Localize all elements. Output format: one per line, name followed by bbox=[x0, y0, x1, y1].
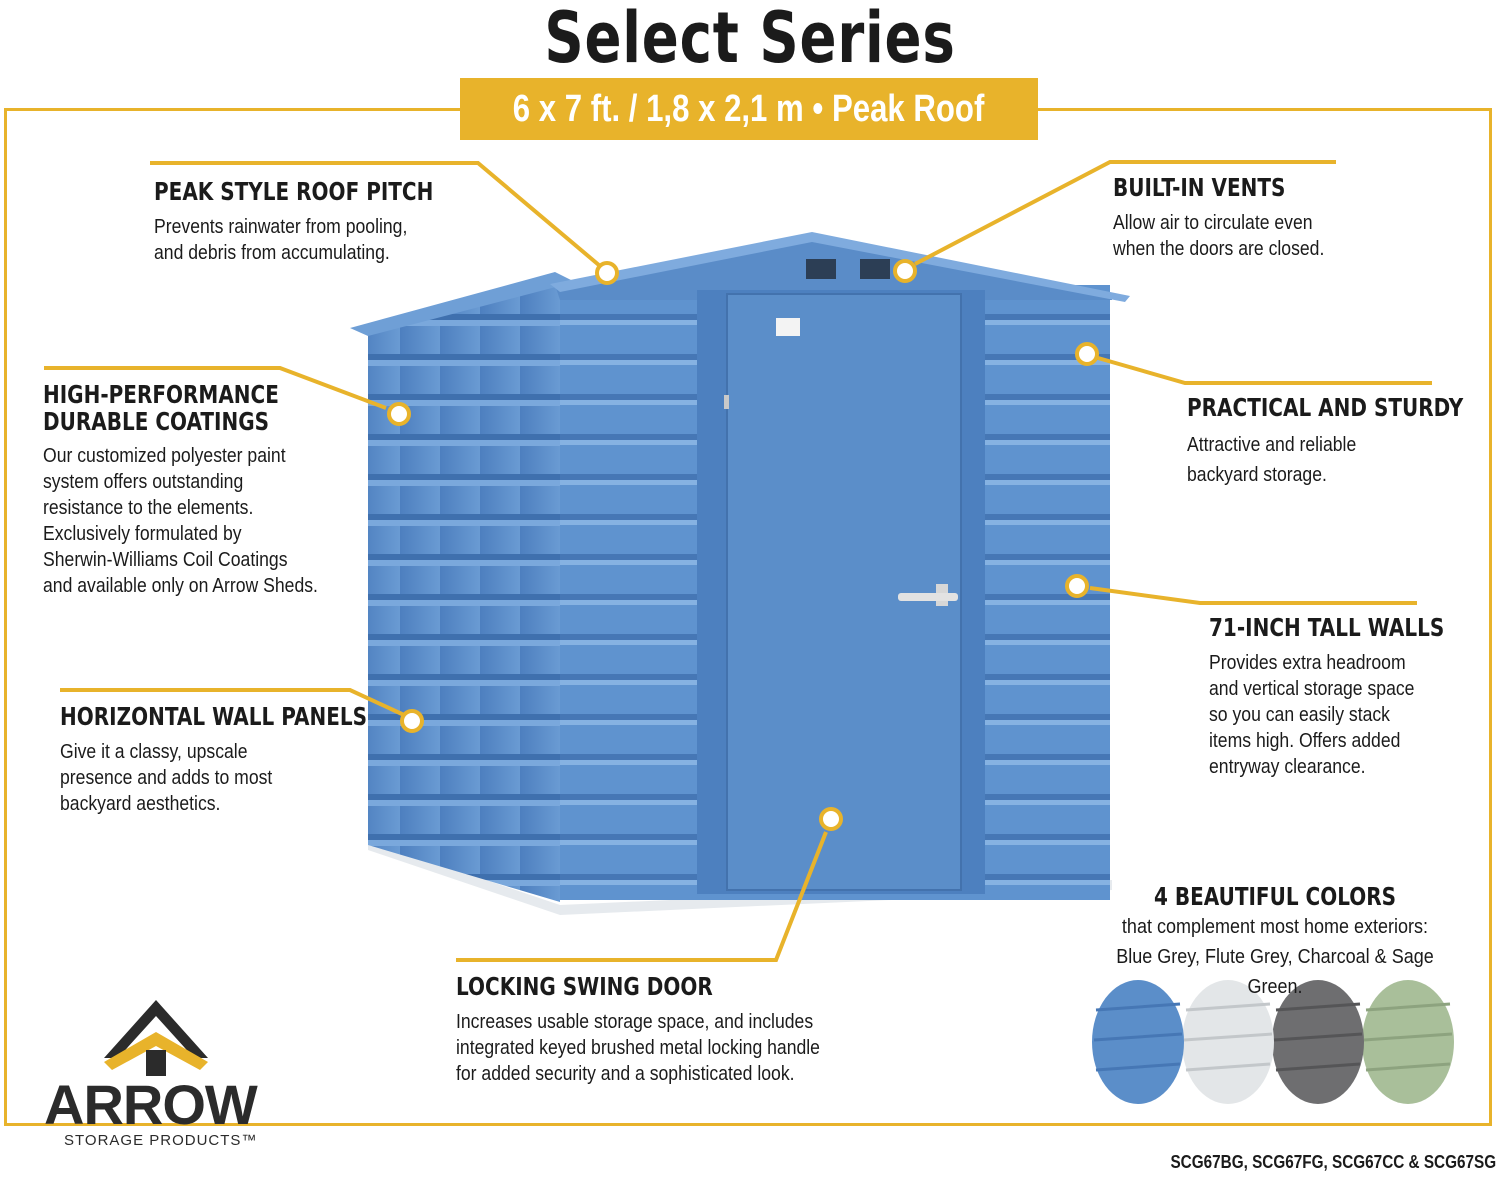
colors-text: that complement most home exteriors: Blu… bbox=[1116, 916, 1434, 998]
swatch-sage-green bbox=[1092, 980, 1184, 1104]
feature-walls-title: 71-INCH TALL WALLS bbox=[1209, 613, 1445, 642]
feature-coatings-title: HIGH-PERFORMANCE DURABLE COATINGS bbox=[43, 380, 279, 436]
callout-dot-coatings bbox=[387, 402, 411, 426]
feature-sturdy-text: Attractive and reliable backyard storage… bbox=[1187, 434, 1357, 486]
door-hinge bbox=[724, 395, 729, 409]
callout-line-door bbox=[456, 831, 828, 962]
callout-line-sturdy bbox=[1097, 356, 1432, 385]
feature-door-title: LOCKING SWING DOOR bbox=[456, 972, 713, 1001]
callout-dots bbox=[387, 259, 1099, 831]
feature-walls-text: Provides extra headroom and vertical sto… bbox=[1209, 652, 1415, 778]
callout-line-coatings bbox=[44, 366, 387, 410]
feature-sturdy: PRACTICAL AND STURDY Attractive and reli… bbox=[1187, 394, 1500, 490]
subtitle-text: 6 x 7 ft. / 1,8 x 2,1 m • Peak Roof bbox=[513, 88, 985, 130]
subtitle-banner: 6 x 7 ft. / 1,8 x 2,1 m • Peak Roof bbox=[460, 78, 1038, 140]
swatch-blue-grey bbox=[1362, 980, 1454, 1104]
feature-door: LOCKING SWING DOOR Increases usable stor… bbox=[456, 973, 870, 1087]
feature-coatings-text: Our customized polyester paint system of… bbox=[43, 445, 318, 597]
callout-line-vents bbox=[914, 160, 1336, 266]
feature-panels-title: HORIZONTAL WALL PANELS bbox=[60, 702, 368, 731]
swatch-texture-charcoal bbox=[1273, 1002, 1363, 1072]
callout-dot-walls bbox=[1065, 574, 1089, 598]
shed-roof-front bbox=[550, 232, 1130, 302]
door-badge bbox=[776, 318, 800, 336]
feature-panels-text: Give it a classy, upscale presence and a… bbox=[60, 741, 273, 815]
feature-roof-text: Prevents rainwater from pooling, and deb… bbox=[154, 216, 408, 264]
feature-vents-text: Allow air to circulate even when the doo… bbox=[1113, 212, 1325, 260]
callout-line-roof bbox=[150, 161, 602, 268]
door-handle bbox=[898, 593, 958, 601]
feature-sturdy-title: PRACTICAL AND STURDY bbox=[1187, 393, 1464, 422]
swatch-charcoal bbox=[1272, 980, 1364, 1104]
callout-dot-sturdy bbox=[1075, 342, 1099, 366]
callout-dot-vents bbox=[893, 259, 917, 283]
logo-door bbox=[146, 1050, 166, 1076]
callout-dot-panels bbox=[400, 709, 424, 733]
feature-coatings: HIGH-PERFORMANCE DURABLE COATINGS Our cu… bbox=[43, 381, 355, 599]
shed-side-wall bbox=[368, 285, 560, 902]
door-panel bbox=[726, 293, 962, 891]
colors-section: 4 BEAUTIFUL COLORS that complement most … bbox=[1075, 882, 1475, 1002]
swatch-texture-sage bbox=[1363, 1002, 1453, 1072]
callout-lines bbox=[44, 160, 1432, 962]
logo-roof-gold bbox=[104, 1032, 208, 1070]
page-title: Select Series bbox=[544, 0, 956, 79]
feature-vents-title: BUILT-IN VENTS bbox=[1113, 173, 1286, 202]
callout-dot-door bbox=[819, 807, 843, 831]
colors-title: 4 BEAUTIFUL COLORS bbox=[1153, 882, 1397, 911]
vent-left bbox=[806, 259, 836, 279]
brand-name: ARROW bbox=[44, 1073, 258, 1136]
feature-door-text: Increases usable storage space, and incl… bbox=[456, 1011, 820, 1085]
model-numbers: SCG67BG, SCG67FG, SCG67CC & SCG67SG bbox=[1170, 1152, 1496, 1172]
arrow-logo-mark bbox=[104, 1000, 208, 1076]
feature-panels: HORIZONTAL WALL PANELS Give it a classy,… bbox=[60, 703, 444, 817]
shed-roof-side bbox=[350, 272, 575, 336]
brand-tagline: STORAGE PRODUCTS™ bbox=[64, 1132, 258, 1149]
swatch-texture-blue bbox=[1093, 1002, 1183, 1072]
callout-dot-roof bbox=[595, 261, 619, 285]
feature-vents: BUILT-IN VENTS Allow air to circulate ev… bbox=[1113, 174, 1353, 262]
callout-line-walls bbox=[1089, 586, 1417, 605]
swatch-flute-grey bbox=[1182, 980, 1274, 1104]
logo-roof-black bbox=[104, 1000, 208, 1058]
feature-roof-title: PEAK STYLE ROOF PITCH bbox=[154, 177, 434, 206]
callout-line-panels bbox=[60, 688, 405, 717]
feature-walls: 71-INCH TALL WALLS Provides extra headro… bbox=[1209, 614, 1500, 780]
feature-roof: PEAK STYLE ROOF PITCH Prevents rainwater… bbox=[154, 178, 503, 266]
color-swatches bbox=[1092, 980, 1454, 1104]
vent-right bbox=[860, 259, 890, 279]
swatch-texture-flute bbox=[1183, 1002, 1273, 1072]
